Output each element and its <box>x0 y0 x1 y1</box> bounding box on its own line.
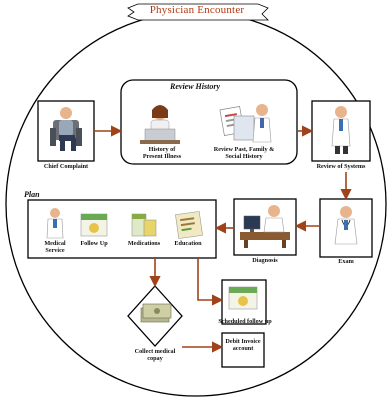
label-scheduled-followup: Scheduled follow up <box>218 318 272 325</box>
title-banner <box>127 3 269 21</box>
label-medical-service: Medical Service <box>44 240 66 254</box>
label-chief-complaint: Chief Complaint <box>43 163 89 170</box>
medical-service-icon <box>46 208 64 239</box>
arrow-plan-to-followup <box>197 258 224 306</box>
followup-calendar-icon <box>228 286 258 310</box>
label-follow-up: Follow Up <box>80 240 108 247</box>
seated-patient-icon <box>50 107 82 151</box>
label-review-of-systems: Review of Systems <box>316 163 366 170</box>
diagram-title: Physician Encounter <box>149 4 245 16</box>
doctor-laptop-icon <box>140 105 180 144</box>
calendar-icon <box>80 213 108 237</box>
review-history-title: Review History <box>170 82 220 91</box>
label-education: Education <box>174 240 202 247</box>
label-diagnosis: Diagnosis <box>252 257 278 264</box>
doctor-documents-icon <box>219 104 272 143</box>
doctor-stethoscope-icon <box>334 206 358 245</box>
label-collect-copay: Collect medical copay <box>134 348 176 362</box>
money-icon <box>140 303 172 323</box>
plan-title: Plan <box>24 190 40 199</box>
label-medications: Medications <box>127 240 161 247</box>
label-history-present-illness: History of Present Illness <box>142 146 182 160</box>
medications-icon <box>131 213 157 237</box>
education-icon <box>175 211 203 239</box>
label-exam: Exam <box>338 258 354 265</box>
label-debit-account: Debit Invoice account <box>225 338 261 352</box>
doctor-desk-icon <box>240 205 290 248</box>
label-review-past-history: Review Past, Family & Social History <box>213 146 275 160</box>
doctor-standing-icon <box>331 106 351 154</box>
